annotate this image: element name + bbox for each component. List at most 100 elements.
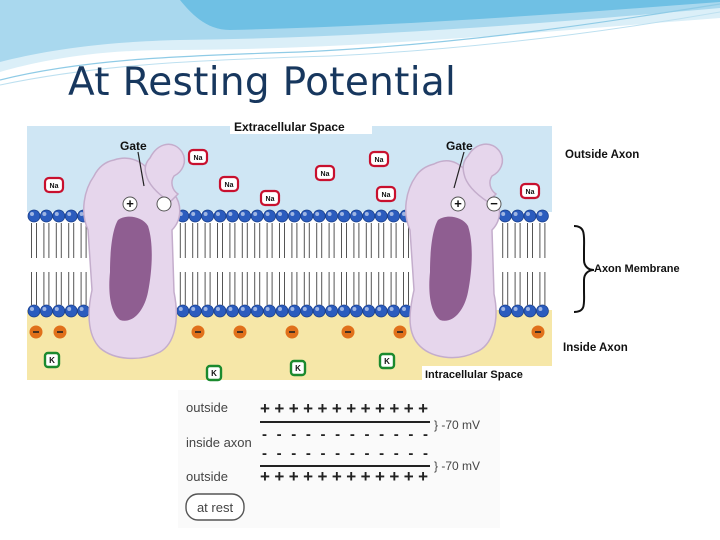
sodium-ion-badge [218,175,240,193]
sodium-ion: Na [519,182,541,200]
lipid-head-highlight [240,212,245,216]
lipid-head [349,304,363,318]
ion-channel-left: + [82,143,186,360]
lipid-head-highlight [538,212,543,216]
lipid-head [39,209,53,223]
lipid-head [263,304,277,318]
membrane-brace [573,225,595,313]
lipid-head-highlight [191,212,196,216]
lipid-head [312,209,326,223]
lipid-head-highlight [402,212,406,216]
lipid-head-highlight [377,212,382,216]
sodium-ion-symbol: Na [375,157,384,164]
minus-charge-site-right [486,196,502,212]
lipid-head-highlight [315,307,320,311]
header-swoosh-decoration [0,0,720,86]
sodium-ion: Na [187,148,209,166]
lipid-head-highlight [513,212,518,216]
lipid-head [362,304,376,318]
swoosh-line-1 [0,3,720,81]
at-rest-badge-label: at rest [197,500,234,515]
lipid-head [213,304,227,318]
lipid-head-highlight [501,307,506,311]
lipid-head [300,304,314,318]
sodium-ion-badge [519,182,541,200]
lipid-head [325,209,339,223]
lipid-head [523,304,537,318]
minus-charge-row-top: - - - - - - - - - - - - [262,426,428,443]
plus-charge-right: + [454,196,462,211]
lipid-head-highlight [389,307,394,311]
lipid-head [213,209,227,223]
lipid-head [250,304,264,318]
lipid-head [250,209,264,223]
lipid-head [188,304,202,318]
lipid-head [225,304,239,318]
lipid-head [511,209,525,223]
lipid-head-highlight [30,307,34,311]
inside-axon-label: Inside Axon [563,342,628,354]
lipid-head-highlight [203,307,208,311]
potassium-ion-badge [205,364,223,382]
gate-pointer-right [453,151,465,189]
lipid-head [387,209,401,223]
lipid-head-highlight [216,212,220,216]
channel-pore-left [109,216,152,321]
channel-gate-left [144,143,186,203]
lipid-head-highlight [290,307,295,311]
potassium-ion-symbol: K [49,356,55,365]
lipid-head [362,209,376,223]
lipid-head-highlight [340,307,344,311]
lipid-head [374,304,388,318]
lipid-head [337,304,351,318]
outside-top-label: outside [186,400,228,415]
potassium-ion-badge [378,352,396,370]
channel-pore-right [429,216,472,321]
lipid-head-highlight [278,212,282,216]
lipid-head-highlight [364,307,369,311]
potassium-ion: K [205,364,223,382]
lipid-head-highlight [352,212,357,216]
lipid-head-highlight [54,307,59,311]
sodium-ion-badge [375,185,397,203]
lipid-head [238,209,252,223]
lipid-head [300,209,314,223]
sodium-ion: Na [368,150,390,168]
sodium-ion-badge [43,176,65,194]
lipid-head [498,304,512,318]
at-rest-badge [185,493,245,521]
lipid-head-highlight [352,307,357,311]
sodium-ion-symbol: Na [194,155,203,162]
gate-pointer-left [137,151,145,187]
lipid-head-highlight [377,307,382,311]
sodium-ion-symbol: Na [382,192,391,199]
lipid-head-highlight [402,307,406,311]
potassium-ion: K [289,359,307,377]
lipid-head [325,304,339,318]
lipid-head [176,304,190,318]
potassium-ion-symbol: K [295,364,301,373]
lipid-head [287,304,301,318]
sodium-ion: Na [314,164,336,182]
lipid-head [64,304,78,318]
intracellular-label-box [422,366,552,382]
lipid-head [201,304,215,318]
lipid-head-highlight [278,307,282,311]
lipid-head-highlight [30,212,34,216]
ion-channel-right: + − [404,143,504,359]
minus-charge-row-bottom: - - - - - - - - - - - - [262,445,428,462]
sodium-ion: Na [218,175,240,193]
voltage-readout-bottom: } -70 mV [434,459,480,473]
lipid-head-highlight [513,307,518,311]
channel-gate-right [462,143,504,203]
swoosh-line-2 [0,11,720,86]
lipid-head-highlight [228,212,233,216]
open-charge-site-left [156,196,172,212]
voltage-readout-top: } -70 mV [434,418,480,432]
lipid-head-highlight [538,307,543,311]
lipid-head-highlight [389,212,394,216]
sodium-ion-badge [314,164,336,182]
lipid-head-highlight [253,307,258,311]
lipid-head-highlight [315,212,320,216]
lipid-head-highlight [302,212,307,216]
